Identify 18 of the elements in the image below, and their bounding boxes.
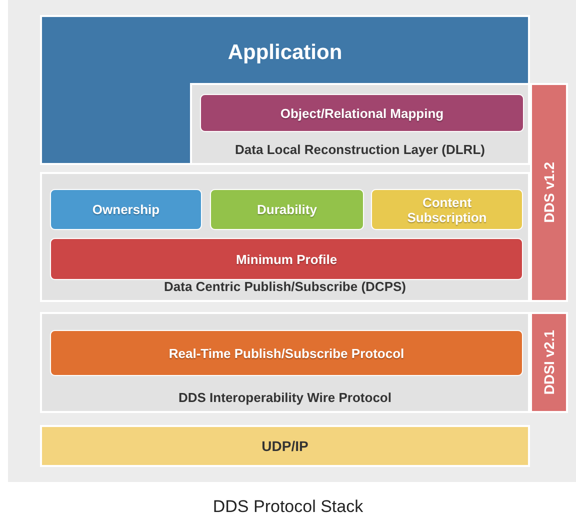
caption: DDS Protocol Stack <box>212 497 364 517</box>
layer-title: Data Local Reconstruction Layer (DLRL) <box>234 142 486 157</box>
module-box: Minimum Profile <box>50 238 523 280</box>
module-box: Real-Time Publish/Subscribe Protocol <box>50 330 523 376</box>
layer-title: Application <box>228 41 342 66</box>
layer-box <box>190 83 530 165</box>
module-box: Ownership <box>50 189 202 230</box>
application-layer <box>40 15 530 165</box>
module-box: Object/Relational Mapping <box>200 94 524 132</box>
transport-layer: UDP/IP <box>40 425 530 467</box>
layer-box <box>40 172 530 302</box>
module-box: Content Subscription <box>371 189 523 230</box>
module-box: Durability <box>210 189 364 230</box>
layer-title: Data Centric Publish/Subscribe (DCPS) <box>163 279 407 294</box>
layer-title: DDS Interoperability Wire Protocol <box>178 390 392 405</box>
layer-box <box>40 312 530 413</box>
version-band: DDSI v2.1 <box>530 312 568 413</box>
version-band: DDS v1.2 <box>530 83 568 302</box>
